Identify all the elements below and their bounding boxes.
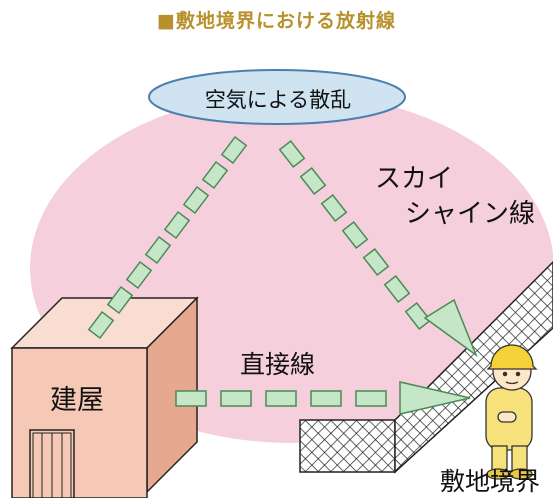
building-label: 建屋 [50,385,104,416]
door-icon [29,429,75,498]
direct-path [175,381,471,415]
skyshine-path-down [278,139,478,358]
skyshine-label-line2: シャイン線 [405,199,536,229]
building [10,296,199,498]
boundary-label: 敷地境界 [440,467,541,496]
mesh-fence-icon [299,260,553,474]
skyshine-arrowhead [423,298,478,358]
direct-arrowhead [399,381,471,415]
air-scatter-label: 空気による散乱 [204,88,352,112]
air-scatter-ellipse [148,69,406,125]
direct-label: 直接線 [240,350,316,379]
worker-with-helmet-icon [485,344,538,480]
diagram-title: ■敷地境界における放射線 [157,10,396,32]
skyshine-label-line1: スカイ [375,164,454,194]
skyshine-path-up [87,135,248,340]
